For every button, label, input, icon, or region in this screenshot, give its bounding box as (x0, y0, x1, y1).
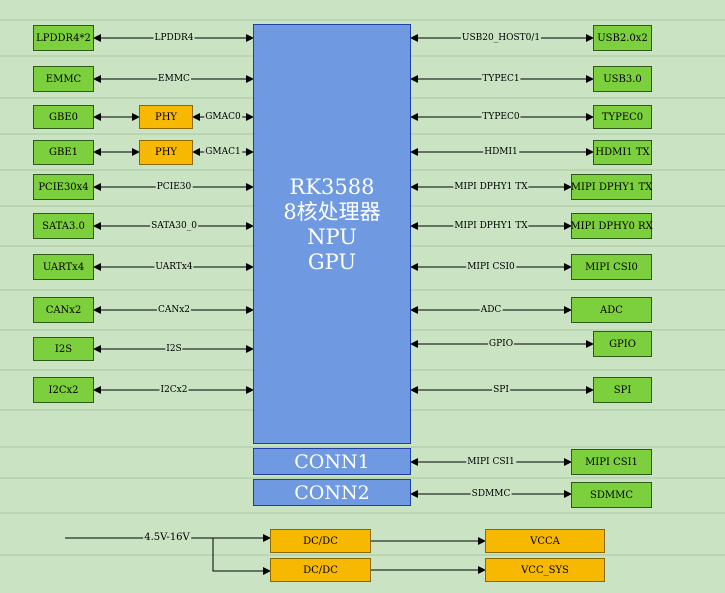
csi1-box: MIPI CSI1 (571, 449, 652, 475)
link-label-dphy0: MIPI DPHY1 TX (453, 221, 529, 231)
link-label-i2s: I2S (165, 344, 183, 354)
link-label-gpio: GPIO (487, 339, 515, 349)
link-label-adc: ADC (479, 305, 503, 315)
processor-block: RK3588 8核处理器 NPU GPU (253, 24, 411, 444)
link-label-lpddr: LPDDR4 (153, 33, 195, 43)
dcdc2-box: DC/DC (270, 558, 371, 582)
link-label-typec0: TYPEC0 (481, 112, 521, 122)
gpio-box: GPIO (593, 331, 652, 357)
processor-gpu: GPU (307, 250, 357, 274)
vcca-box: VCCA (485, 529, 605, 553)
sata-box: SATA3.0 (33, 213, 94, 239)
sdmmc-box: SDMMC (571, 482, 652, 508)
link-label-can: CANx2 (156, 305, 192, 315)
link-label-csi0: MIPI CSI0 (466, 262, 516, 272)
conn2-block: CONN2 (253, 479, 411, 506)
processor-npu: NPU (307, 225, 357, 249)
typec0-box: TYPEC0 (593, 105, 652, 129)
phy1-box: PHY (139, 140, 193, 165)
link-label-sata: SATA30_0 (150, 221, 198, 231)
dcdc1-box: DC/DC (270, 529, 371, 553)
emmc-box: EMMC (33, 66, 94, 92)
dphy0-box: MIPI DPHY0 RX (570, 213, 653, 239)
hdmi-box: HDMI1 TX (593, 140, 652, 165)
link-label-usb2: USB20_HOST0/1 (460, 33, 542, 43)
i2s-box: I2S (33, 337, 94, 361)
uart-box: UARTx4 (33, 254, 94, 280)
link-label-i2c: I2Cx2 (159, 385, 189, 395)
power-input-label: 4.5V-16V (143, 532, 191, 543)
link-label-csi1: MIPI CSI1 (466, 457, 516, 467)
phy0-box: PHY (139, 105, 193, 129)
link-label-spi: SPI (492, 385, 510, 395)
processor-cores: 8核处理器 (283, 200, 381, 224)
pcie-box: PCIE30x4 (33, 174, 94, 200)
vcc-sys-box: VCC_SYS (485, 558, 605, 582)
link-label-dphy1: MIPI DPHY1 TX (453, 182, 529, 192)
spi-box: SPI (593, 377, 652, 403)
adc-box: ADC (571, 297, 652, 323)
link-label-sdmmc: SDMMC (470, 489, 512, 499)
gbe1-box: GBE1 (33, 140, 94, 165)
processor-name: RK3588 (289, 175, 375, 199)
link-label-uart: UARTx4 (154, 262, 194, 272)
can-box: CANx2 (33, 297, 94, 323)
conn1-block: CONN1 (253, 448, 411, 475)
link-label-emmc: EMMC (157, 74, 191, 84)
wire-power-branch (212, 538, 271, 575)
i2c-box: I2Cx2 (33, 377, 94, 403)
usb2-box: USB2.0x2 (593, 25, 652, 51)
link-label-pcie: PCIE30 (155, 182, 193, 192)
link-label-hdmi: HDMI1 (483, 147, 519, 157)
link-label-gmac0: GMAC0 (204, 112, 242, 122)
lpddr-box: LPDDR4*2 (33, 25, 94, 51)
link-label-gmac1: GMAC1 (204, 147, 242, 157)
gbe0-box: GBE0 (33, 105, 94, 129)
dphy1-box: MIPI DPHY1 TX (571, 174, 652, 200)
usb3-box: USB3.0 (593, 66, 652, 92)
link-label-usb3: TYPEC1 (481, 74, 521, 84)
csi0-box: MIPI CSI0 (571, 254, 652, 280)
